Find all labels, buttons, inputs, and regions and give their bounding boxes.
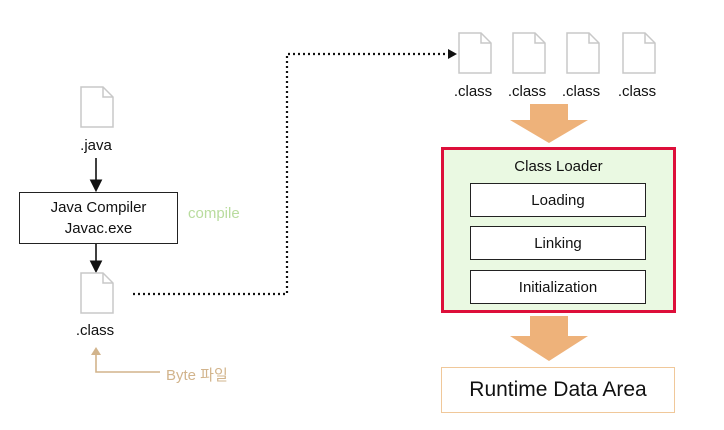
file-icon: [80, 272, 114, 314]
class-loader-title: Class Loader: [514, 158, 603, 175]
stage-loading: Loading: [470, 183, 646, 217]
compiler-exe: Javac.exe: [64, 220, 133, 237]
file-icon: [458, 32, 492, 74]
class-file-item-label: .class: [561, 83, 601, 100]
stage-initialization: Initialization: [470, 270, 646, 304]
byte-note-arrow: [95, 354, 160, 373]
file-icon: [512, 32, 546, 74]
java-compiler-box: Java Compiler Javac.exe: [19, 192, 178, 244]
compile-note: compile: [188, 205, 240, 222]
class-file-item-label: .class: [453, 83, 493, 100]
byte-file-note: Byte 파일: [166, 367, 228, 384]
dotted-connector: [133, 52, 448, 296]
java-file-label: .java: [80, 137, 112, 154]
big-down-arrow-icon: [510, 316, 588, 361]
dotted-connector-head: [448, 49, 457, 59]
compiler-name: Java Compiler: [50, 199, 147, 216]
stage-linking: Linking: [470, 226, 646, 260]
class-file-item-label: .class: [507, 83, 547, 100]
byte-note-arrowhead: [91, 347, 101, 355]
class-file-item-label: .class: [617, 83, 657, 100]
file-icon: [622, 32, 656, 74]
file-icon: [80, 86, 114, 128]
class-file-label: .class: [75, 322, 115, 339]
big-down-arrow-icon: [510, 104, 588, 143]
runtime-data-area-box: Runtime Data Area: [441, 367, 675, 413]
file-icon: [566, 32, 600, 74]
